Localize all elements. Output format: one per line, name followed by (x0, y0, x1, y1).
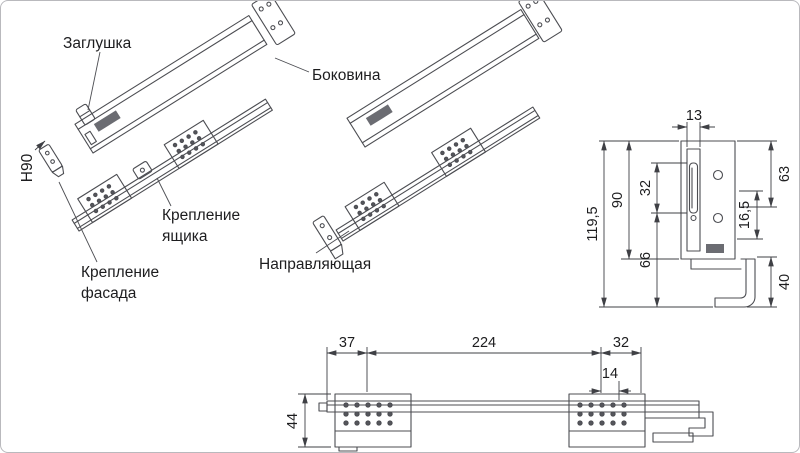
section-hook (714, 258, 756, 308)
perforated-plate (344, 181, 400, 231)
dim-32-rear-value: 32 (613, 335, 629, 351)
mount-block-front (334, 393, 412, 448)
side-panel-body (346, 8, 540, 148)
cross-section-view: 13 119,5 90 32 (585, 108, 793, 308)
drawer-mount-clip (132, 161, 153, 180)
dim-14: 14 (589, 366, 631, 394)
front-bracket-assembled (312, 215, 344, 260)
leader-line (315, 230, 350, 254)
dim-13-value: 13 (686, 108, 702, 124)
dim-37-value: 37 (339, 335, 355, 351)
dim-16-5-value: 16,5 (737, 201, 753, 229)
assembled-view (312, 1, 563, 260)
rail-body (335, 106, 541, 242)
perforation-dots (343, 402, 393, 426)
dim-32-rear: 32 (600, 335, 642, 356)
bottom-extension-lines (298, 347, 642, 448)
dim-32: 32 (638, 162, 660, 214)
screw-hole (712, 169, 724, 181)
dim-90: 90 (610, 140, 632, 260)
dim-119-5: 119,5 (585, 140, 607, 308)
latch-detail (706, 244, 724, 253)
rail-end-hook (688, 411, 714, 437)
dim-90-value: 90 (610, 192, 626, 208)
dim-66-value: 66 (638, 252, 654, 268)
leader-line (87, 51, 101, 111)
label-height-code: H90 (19, 153, 36, 182)
label-guide-rail: Направляющая (259, 256, 371, 273)
leader-line (156, 177, 172, 207)
dim-32-value: 32 (638, 180, 654, 196)
callouts: Заглушка Боковина Крепление ящика Крепле… (19, 35, 381, 302)
mount-block-rear (568, 393, 646, 448)
side-panel-assembled (346, 1, 563, 148)
section-clip (688, 162, 699, 214)
rail-side-view: 37 224 32 14 44 (285, 335, 714, 452)
drawer-rail-drawing (71, 98, 273, 232)
height-code-arrow (34, 140, 46, 151)
rail-strip (326, 400, 700, 413)
label-drawer-mount-line2: ящика (162, 228, 208, 245)
perforated-plate (163, 119, 219, 170)
dim-224-value: 224 (472, 335, 496, 351)
cap-part (75, 103, 96, 126)
dim-63: 63 (768, 140, 793, 208)
leader-line (274, 57, 310, 73)
dim-119-5-value: 119,5 (585, 206, 601, 241)
leader-line (58, 181, 98, 263)
dim-224: 224 (366, 335, 602, 356)
side-panel-drawing (74, 1, 296, 154)
guide-rail-assembled (312, 106, 541, 260)
dim-44-value: 44 (285, 413, 301, 429)
section-slot (686, 148, 701, 252)
exploded-view (38, 1, 296, 232)
dim-63-value: 63 (777, 166, 793, 182)
brand-plate (93, 110, 121, 132)
side-panel-body (74, 14, 268, 154)
dim-66: 66 (638, 212, 660, 308)
label-drawer-mount-line1: Крепление (162, 207, 240, 224)
dim-40-value: 40 (777, 274, 793, 290)
perforated-plate (77, 173, 133, 224)
label-side-panel: Боковина (312, 67, 381, 84)
dim-16-5: 16,5 (737, 190, 760, 240)
screw-hole (712, 212, 724, 224)
dim-40: 40 (768, 256, 793, 308)
panel-end-cap (518, 1, 563, 43)
dim-14-value: 14 (602, 366, 618, 382)
label-front-mount-line1: Крепление (81, 264, 159, 281)
brand-plate (365, 104, 393, 126)
dim-44: 44 (285, 393, 308, 448)
section-body (680, 140, 736, 260)
panel-end-cap (251, 1, 296, 46)
perforated-plate (431, 127, 487, 177)
label-cap: Заглушка (63, 35, 132, 52)
dim-37: 37 (326, 335, 368, 356)
label-front-mount-line2: фасада (81, 285, 137, 302)
perforation-dots (577, 402, 627, 426)
dim-13: 13 (672, 108, 715, 147)
front-bracket-part (38, 144, 65, 178)
rail-body (71, 98, 273, 232)
